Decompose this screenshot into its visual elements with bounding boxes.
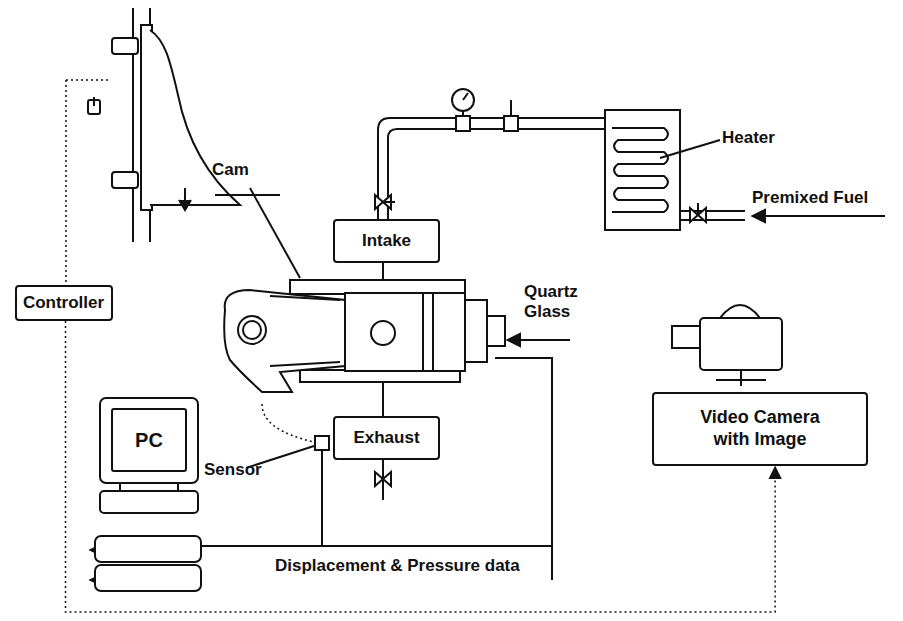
exhaust-box: Exhaust bbox=[333, 416, 440, 460]
node-text: Exhaust bbox=[353, 428, 419, 448]
part-label: Sensor bbox=[204, 460, 262, 480]
intake-box: Intake bbox=[333, 219, 440, 263]
node-text: Video Camera with Image bbox=[685, 407, 835, 450]
controller-box: Controller bbox=[15, 285, 113, 321]
part-label: Cam bbox=[212, 160, 249, 180]
node-text: Controller bbox=[23, 293, 104, 313]
node-text: PC bbox=[135, 428, 163, 452]
node-text: Intake bbox=[362, 231, 411, 251]
signal-connector bbox=[66, 321, 776, 612]
part-label: Premixed Fuel bbox=[752, 188, 868, 208]
pc-screen: PC bbox=[111, 408, 187, 472]
camera-box: Video Camera with Image bbox=[652, 392, 868, 466]
part-label: Quartz Glass bbox=[524, 282, 584, 321]
signal-label: Displacement & Pressure data bbox=[272, 556, 523, 576]
part-label: Heater bbox=[722, 128, 775, 148]
